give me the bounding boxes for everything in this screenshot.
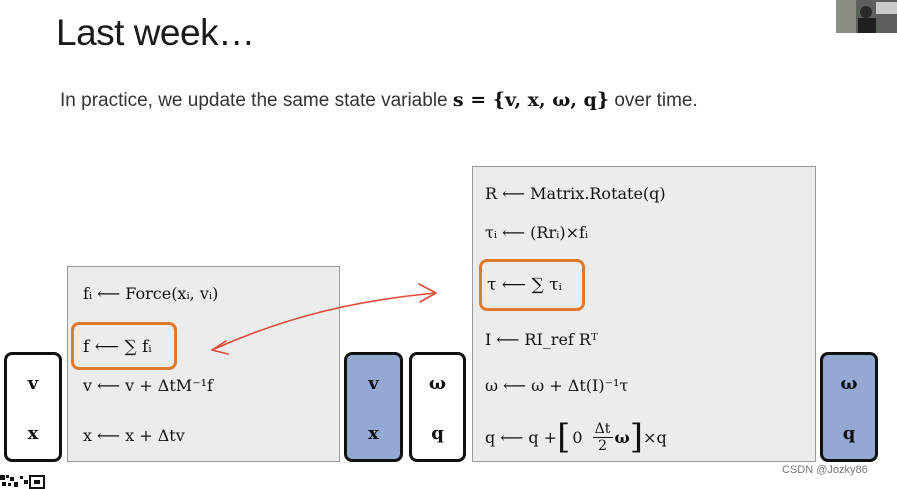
matrix-zero: 0 [572, 427, 583, 447]
state-box-left-in: v x [4, 352, 62, 462]
state-x-updated: x [368, 423, 379, 444]
bracket-left-icon: [ [557, 417, 571, 457]
angular-velocity-update-line: ω ⟵ ω + Δt(I)⁻¹τ [485, 376, 629, 395]
position-update-line: x ⟵ x + Δtv [83, 426, 185, 445]
state-v: v [27, 373, 39, 394]
slide-subtitle: In practice, we update the same state va… [60, 89, 698, 112]
watermark: CSDN @Jozky86 [782, 464, 868, 476]
state-omega: ω [428, 373, 447, 394]
state-box-right-in: ω q [409, 352, 466, 462]
linear-update-panel: fᵢ ⟵ Force(xᵢ, vᵢ) f ⟵ ∑ fᵢ v ⟵ v + ΔtM⁻… [67, 266, 340, 462]
subtitle-prefix: In practice, we update the same state va… [60, 90, 453, 111]
state-box-left-out: v x [344, 352, 403, 462]
rotation-line: R ⟵ Matrix.Rotate(q) [485, 184, 666, 203]
state-q: q [431, 423, 444, 444]
fraction-numerator: Δt [594, 420, 611, 437]
state-v-updated: v [368, 373, 379, 394]
fraction: Δt 2 [592, 420, 613, 454]
angular-update-panel: R ⟵ Matrix.Rotate(q) τᵢ ⟵ (Rrᵢ)×fᵢ τ ⟵ ∑… [472, 166, 816, 462]
state-formula: s = {v, x, ω, q} [452, 89, 610, 111]
slide-title: Last week… [56, 12, 255, 53]
quat-lhs: q ⟵ q + [485, 427, 558, 447]
presenter-image-icon [836, 0, 897, 33]
sum-force-highlight [71, 322, 177, 370]
sum-torque-line: τ ⟵ ∑ τᵢ [487, 275, 562, 295]
matrix-omega: ω [614, 427, 630, 447]
sum-torque-highlight [479, 259, 585, 311]
state-x: x [27, 423, 39, 444]
quaternion-update-line: q ⟵ q + [ 0 Δt 2 ω ] ×q [485, 414, 667, 460]
bracket-right-icon: ] [629, 417, 644, 457]
torque-i-line: τᵢ ⟵ (Rrᵢ)×fᵢ [485, 223, 589, 242]
fraction-denominator: 2 [592, 436, 613, 454]
quat-rhs: ×q [643, 427, 667, 447]
qr-code-icon [0, 475, 45, 489]
presenter-thumbnail [836, 0, 897, 33]
subtitle-suffix: over time. [609, 90, 698, 111]
velocity-update-line: v ⟵ v + ΔtM⁻¹f [83, 376, 213, 395]
state-box-right-out: ω q [820, 352, 878, 462]
force-line: fᵢ ⟵ Force(xᵢ, vᵢ) [83, 284, 219, 303]
state-q-updated: q [842, 423, 856, 444]
sum-force-line: f ⟵ ∑ fᵢ [83, 337, 152, 357]
inertia-line: I ⟵ RI_ref Rᵀ [485, 330, 598, 349]
state-omega-updated: ω [840, 373, 858, 394]
